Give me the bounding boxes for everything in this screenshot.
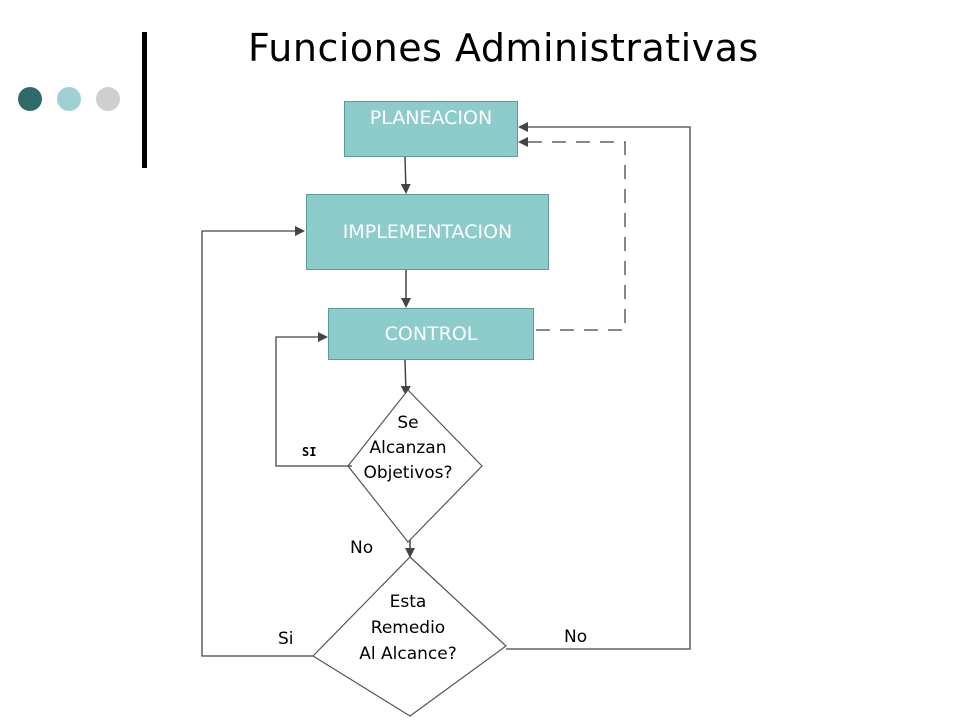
box-implementacion-label: IMPLEMENTACION — [342, 221, 513, 243]
label-no-objetivos: No — [350, 538, 374, 558]
decision-objetivos-line1: Se — [397, 413, 419, 433]
decision-remedio-line3: Al Alcance? — [359, 644, 457, 664]
box-planeacion-label: PLANEACION — [369, 107, 493, 129]
label-no-remedio: No — [564, 627, 588, 647]
loop-si-to-control — [275, 332, 352, 467]
decorative-dot-teal — [57, 87, 81, 111]
decision-objetivos-line3: Objetivos? — [363, 463, 453, 483]
loop-no-to-planeacion — [506, 122, 691, 650]
title-divider — [142, 32, 147, 168]
arrow-planeacion-to-implementacion — [400, 156, 411, 194]
label-si-objetivos: SI — [302, 445, 317, 459]
decorative-dot-dark — [18, 87, 42, 111]
decision-remedio-line1: Esta — [389, 592, 427, 612]
decision-remedio-line2: Remedio — [370, 618, 446, 638]
loop-si-to-implementacion — [201, 226, 313, 657]
arrow-control-to-decision1 — [400, 359, 411, 396]
decision-objetivos-shape — [347, 389, 483, 543]
label-si-remedio: Si — [278, 629, 294, 649]
decision-objetivos-line2: Alcanzan — [369, 438, 447, 458]
page-title: Funciones Administrativas — [248, 26, 759, 70]
box-implementacion: IMPLEMENTACION — [306, 194, 549, 270]
decision-remedio-shape — [312, 556, 507, 717]
box-control: CONTROL — [328, 308, 534, 360]
decorative-dot-gray — [96, 87, 120, 111]
box-planeacion: PLANEACION — [344, 101, 518, 157]
box-control-label: CONTROL — [384, 323, 478, 345]
